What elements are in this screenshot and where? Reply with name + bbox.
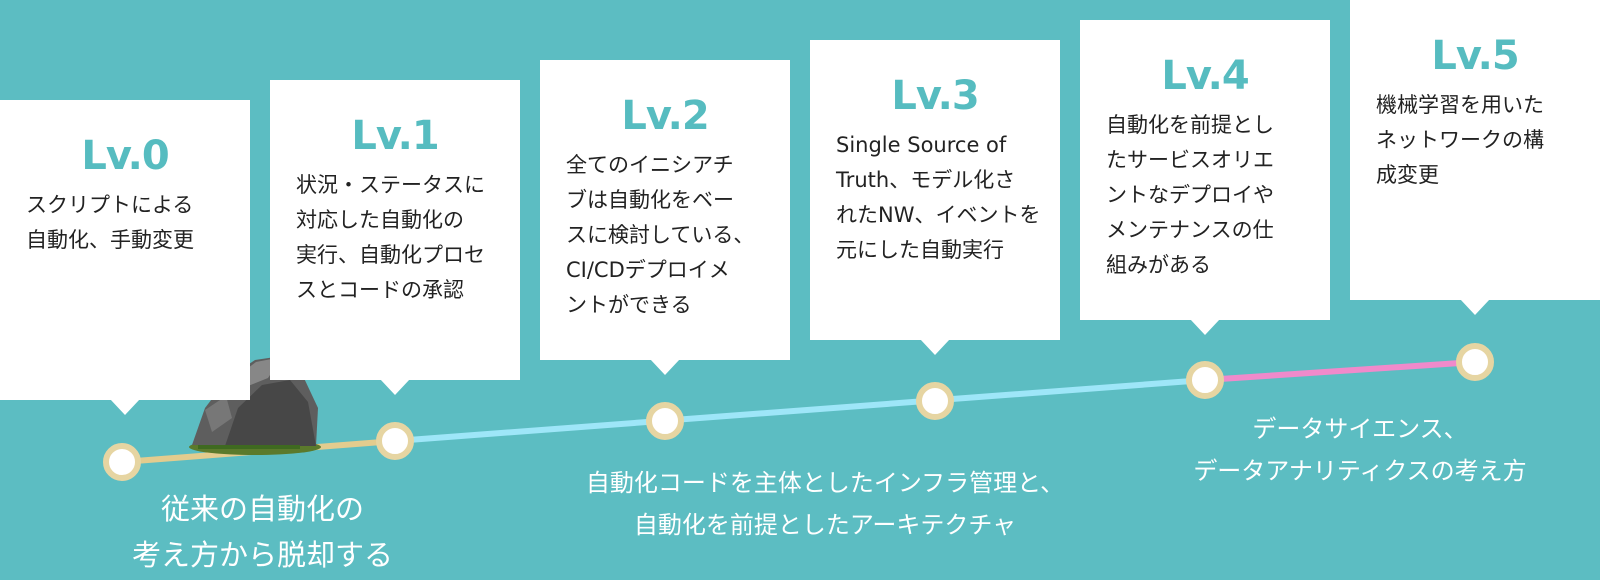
card-pointer [1190, 319, 1220, 335]
card-pointer [650, 359, 680, 375]
level-title: Lv.4 [1161, 53, 1249, 99]
level-card-lv0: Lv.0 スクリプトによる 自動化、手動変更 [0, 100, 250, 415]
level-card-lv2: Lv.2 全てのイニシアチ ブは自動化をベー スに検討している、 CI/CDデプ… [540, 60, 790, 375]
level-title: Lv.2 [621, 93, 709, 139]
node-lv5 [1456, 343, 1494, 381]
level-card-lv5: Lv.5 機械学習を用いた ネットワークの構 成変更 [1350, 0, 1600, 315]
level-description: スクリプトによる 自動化、手動変更 [26, 193, 194, 252]
card-pointer [920, 339, 950, 355]
card-pointer [380, 379, 410, 395]
node-lv4 [1186, 361, 1224, 399]
segment-data [1204, 359, 1476, 383]
level-description: 機械学習を用いた ネットワークの構 成変更 [1376, 93, 1544, 187]
level-title: Lv.0 [81, 133, 169, 179]
level-card-lv4: Lv.4 自動化を前提とし たサービスオリエ ントなデプロイや メンテナンスの仕… [1080, 20, 1330, 335]
level-description: Single Source of Truth、モデル化さ れたNW、イベントを … [836, 133, 1041, 262]
node-lv3 [916, 382, 954, 420]
level-description: 状況・ステータスに 対応した自動化の 実行、自動化プロセ スとコードの承認 [296, 173, 485, 302]
node-lv2 [646, 402, 684, 440]
card-pointer [110, 399, 140, 415]
caption-data: データサイエンス、 データアナリティクスの考え方 [1193, 415, 1527, 485]
level-title: Lv.5 [1431, 33, 1519, 79]
level-title: Lv.1 [351, 113, 439, 159]
caption-legacy: 従来の自動化の 考え方から脱却する [131, 492, 393, 572]
level-description: 全てのイニシアチ ブは自動化をベー スに検討している、 CI/CDデプロイメ ン… [566, 153, 755, 317]
segment-infra [394, 377, 1206, 444]
level-title: Lv.3 [891, 73, 979, 119]
node-lv0 [103, 443, 141, 481]
level-card-lv1: Lv.1 状況・ステータスに 対応した自動化の 実行、自動化プロセ スとコードの… [270, 80, 520, 395]
card-pointer [1460, 299, 1490, 315]
node-lv1 [376, 422, 414, 460]
caption-infra: 自動化コードを主体としたインフラ管理と、 自動化を前提としたアーキテクチャ [585, 469, 1065, 539]
level-card-lv3: Lv.3 Single Source of Truth、モデル化さ れたNW、イ… [810, 40, 1060, 355]
level-description: 自動化を前提とし たサービスオリエ ントなデプロイや メンテナンスの仕 組みがあ… [1106, 113, 1274, 277]
